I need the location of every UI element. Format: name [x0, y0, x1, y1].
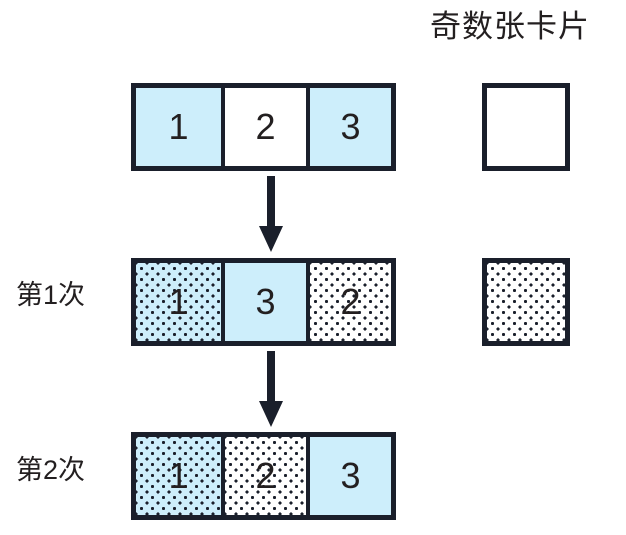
card-strip-row-2: 1 3 2	[131, 258, 396, 346]
card-cell: 1	[136, 437, 221, 515]
card-cell: 3	[221, 263, 306, 341]
card-cell: 1	[136, 88, 221, 166]
card-number: 3	[340, 455, 361, 496]
row-label-first-pass: 第1次	[16, 280, 86, 310]
card-number: 1	[168, 106, 189, 147]
card-strip-row-1: 1 2 3	[131, 83, 396, 171]
side-card-row-1	[482, 83, 570, 171]
card-number: 3	[340, 106, 361, 147]
down-arrow-icon	[258, 351, 284, 427]
card-number: 2	[255, 106, 276, 147]
page-title: 奇数张卡片	[430, 9, 590, 44]
card-cell: 1	[136, 263, 221, 341]
side-card-row-2	[482, 258, 570, 346]
card-cell: 3	[306, 88, 391, 166]
row-label-second-pass: 第2次	[16, 455, 86, 485]
card-cell: 2	[221, 437, 306, 515]
card-cell: 2	[221, 88, 306, 166]
card-cell: 2	[306, 263, 391, 341]
card-strip-row-3: 1 2 3	[131, 432, 396, 520]
card-number: 1	[168, 281, 189, 322]
card-number: 2	[255, 455, 276, 496]
card-number: 1	[168, 455, 189, 496]
card-cell: 3	[306, 437, 391, 515]
card-number: 2	[340, 281, 361, 322]
card-number: 3	[255, 281, 276, 322]
down-arrow-icon	[258, 176, 284, 252]
